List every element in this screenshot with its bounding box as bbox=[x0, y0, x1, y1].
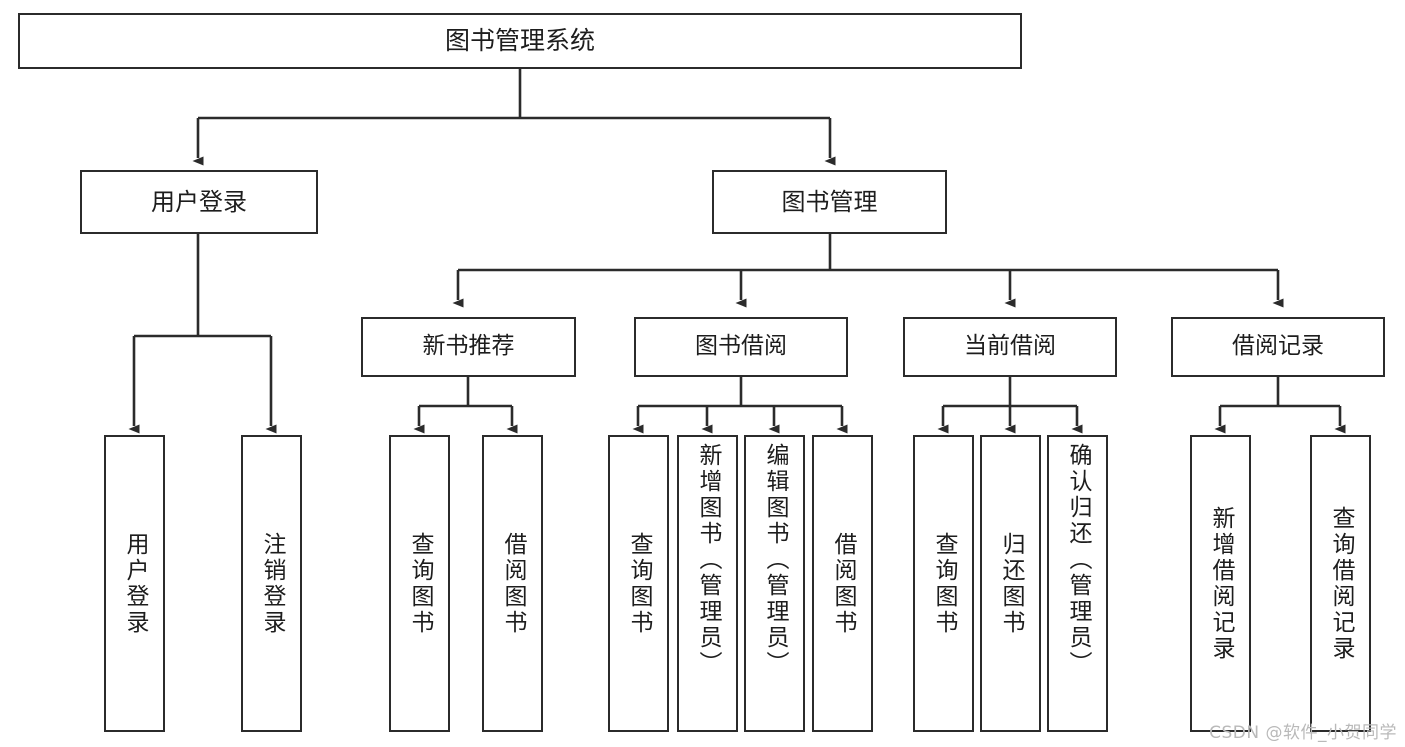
leaf-borrow-edit-book-admin[interactable]: 编辑图书（管理员） bbox=[744, 435, 805, 732]
node-label: 图书管理 bbox=[781, 187, 878, 216]
node-label: 借阅记录 bbox=[1232, 333, 1324, 360]
node-user-login[interactable]: 用户登录 bbox=[80, 170, 318, 234]
leaf-recommend-borrow-book[interactable]: 借阅图书 bbox=[482, 435, 543, 732]
node-label: 当前借阅 bbox=[964, 333, 1056, 360]
leaf-record-add-record[interactable]: 新增借阅记录 bbox=[1190, 435, 1251, 732]
node-borrow-record[interactable]: 借阅记录 bbox=[1171, 317, 1385, 377]
node-label: 查询图书 bbox=[931, 531, 957, 636]
node-label: 借阅图书 bbox=[830, 531, 856, 636]
leaf-borrow-query-book[interactable]: 查询图书 bbox=[608, 435, 669, 732]
leaf-borrow-add-book-admin[interactable]: 新增图书（管理员） bbox=[677, 435, 738, 732]
node-label: 注销登录 bbox=[259, 531, 285, 636]
node-label: 图书借阅 bbox=[695, 333, 787, 360]
leaf-recommend-query-book[interactable]: 查询图书 bbox=[389, 435, 450, 732]
node-current-borrow[interactable]: 当前借阅 bbox=[903, 317, 1117, 377]
leaf-borrow-borrow-book[interactable]: 借阅图书 bbox=[812, 435, 873, 732]
node-label: 归还图书 bbox=[998, 531, 1024, 636]
node-label: 编辑图书（管理员） bbox=[762, 443, 788, 677]
node-label: 查询图书 bbox=[626, 531, 652, 636]
node-label: 查询借阅记录 bbox=[1328, 505, 1354, 662]
node-book-management[interactable]: 图书管理 bbox=[712, 170, 947, 234]
node-label: 新增借阅记录 bbox=[1208, 505, 1234, 662]
node-label: 新书推荐 bbox=[422, 333, 515, 360]
leaf-current-confirm-return-admin[interactable]: 确认归还（管理员） bbox=[1047, 435, 1108, 732]
node-new-book-recommend[interactable]: 新书推荐 bbox=[361, 317, 576, 377]
node-book-borrow[interactable]: 图书借阅 bbox=[634, 317, 848, 377]
leaf-current-return-book[interactable]: 归还图书 bbox=[980, 435, 1041, 732]
node-label: 借阅图书 bbox=[500, 531, 526, 636]
leaf-record-query-record[interactable]: 查询借阅记录 bbox=[1310, 435, 1371, 732]
watermark: CSDN @软件_小贺同学 bbox=[1209, 723, 1397, 743]
leaf-user-login-login[interactable]: 用户登录 bbox=[104, 435, 165, 732]
leaf-user-login-logout[interactable]: 注销登录 bbox=[241, 435, 302, 732]
node-label: 确认归还（管理员） bbox=[1065, 443, 1091, 677]
node-label: 查询图书 bbox=[407, 531, 433, 636]
node-label: 用户登录 bbox=[151, 187, 247, 216]
node-label: 用户登录 bbox=[122, 531, 148, 636]
node-label: 新增图书（管理员） bbox=[695, 443, 721, 677]
node-root-system[interactable]: 图书管理系统 bbox=[18, 13, 1022, 69]
node-label: 图书管理系统 bbox=[444, 26, 595, 56]
leaf-current-query-book[interactable]: 查询图书 bbox=[913, 435, 974, 732]
